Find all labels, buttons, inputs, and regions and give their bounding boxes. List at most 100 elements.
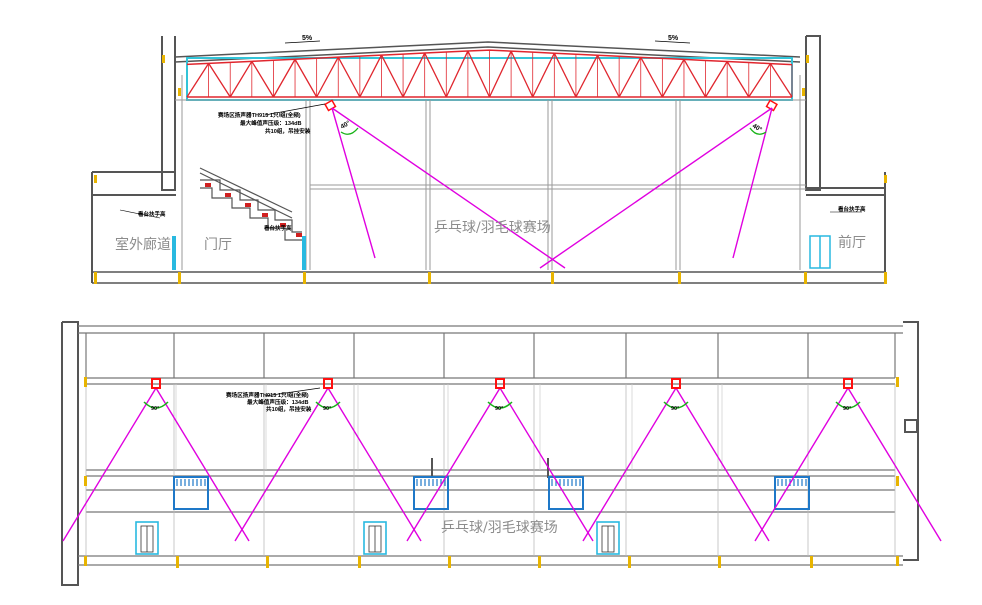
speaker-icon [495, 378, 505, 389]
angle-arc-right [749, 127, 767, 135]
slope-label-left: 5% [302, 35, 313, 42]
truss-diagonal [618, 57, 642, 98]
truss-diagonal [380, 54, 404, 98]
seat-marker [225, 193, 231, 197]
lobby-door [809, 235, 831, 269]
truss-diagonal [705, 61, 728, 98]
speaker-note-bottom-line-3: 共10组，吊挂安装 [266, 405, 312, 413]
truss-diagonal [575, 54, 599, 98]
bottom-stand-blocks [173, 476, 810, 510]
top-cross-section: 5% 5% [91, 35, 887, 284]
angle-arc [487, 401, 513, 409]
speaker-icon [323, 378, 333, 389]
door [596, 521, 620, 555]
coverage-beam [406, 387, 501, 542]
label-foyer: 门厅 [204, 237, 232, 253]
coverage-beam [234, 387, 329, 542]
truss-diagonal [769, 63, 793, 98]
tag-corridor: 看台扶手高 [138, 210, 166, 218]
speaker-note-bottom-line-2: 最大峰值声压级：134dB [247, 398, 309, 406]
speaker-icon [671, 378, 681, 389]
coverage-beam [847, 387, 942, 542]
truss-diagonal [208, 63, 231, 98]
angle-arc [663, 401, 689, 409]
roof-truss [186, 49, 793, 101]
speaker-right-top [765, 99, 778, 112]
stand-seats [205, 183, 302, 237]
angle-label: 90° [151, 406, 159, 412]
truss-diagonal [488, 50, 512, 98]
column-marker [303, 272, 306, 284]
seat-marker [280, 223, 286, 227]
column-marker [176, 556, 179, 568]
coverage-beam [675, 387, 770, 542]
column-marker [551, 272, 554, 284]
column-marker [538, 556, 541, 568]
column-marker [178, 88, 181, 96]
column-marker [804, 272, 807, 284]
top-column-markers [94, 55, 887, 284]
column-marker [802, 88, 805, 96]
speaker-note-line-2: 最大峰值声压级：134dB [240, 119, 302, 127]
angle-arc-left [340, 127, 359, 135]
column-marker [628, 556, 631, 568]
truss-diagonal [424, 52, 447, 98]
column-marker [162, 55, 165, 63]
seat-marker [205, 183, 211, 187]
tag-leader-corridor [119, 209, 161, 219]
stand-block [774, 476, 810, 510]
truss-diagonal [726, 61, 750, 98]
truss-diagonal [186, 63, 210, 98]
speaker-note-top: 赛场区扬声器TH915 1只/组(全频) 最大峰值声压级：134dB 共10组，… [217, 103, 326, 135]
door-post-left [172, 236, 176, 270]
speaker-icon [843, 378, 853, 389]
column-marker [428, 272, 431, 284]
seat-marker [245, 203, 251, 207]
bottom-long-section: 90°90°90°90°90° 赛场区扬声器TH915 1只/组(全频) 最大峰… [61, 321, 942, 586]
truss-diagonal [510, 50, 534, 98]
label-arena-top: 乒乓球/羽毛球赛场 [434, 220, 551, 236]
label-corridor: 室外廊道 [115, 236, 171, 253]
column-marker [178, 272, 181, 284]
bottom-speakers: 90°90°90°90°90° [62, 378, 942, 542]
stand-block [413, 476, 449, 510]
speaker-note-line-3: 共10组，吊挂安装 [265, 127, 311, 135]
truss-diagonal [251, 60, 274, 98]
truss-diagonal [359, 54, 383, 98]
coverage-beam [582, 387, 677, 542]
stand-block [173, 476, 209, 510]
coverage-beam [155, 387, 250, 542]
door [135, 521, 159, 555]
coverage-beam [754, 387, 849, 542]
column-marker [896, 377, 899, 387]
truss-diagonal [553, 52, 577, 98]
truss-diagonal [402, 52, 426, 98]
truss-diagonal [294, 58, 318, 98]
arena-frame-lines [175, 75, 806, 270]
truss-diagonal [748, 63, 771, 98]
column-marker [718, 556, 721, 568]
truss-diagonal [532, 52, 555, 98]
column-marker [448, 556, 451, 568]
bottom-walls [61, 321, 919, 586]
column-marker [896, 556, 899, 566]
column-marker [94, 272, 97, 284]
stand-stairs [199, 167, 302, 241]
label-lobby: 前厅 [838, 234, 866, 251]
truss-diagonal [316, 56, 339, 98]
bottom-doors [135, 521, 620, 555]
column-marker [84, 476, 87, 486]
column-marker [810, 556, 813, 568]
column-marker [84, 556, 87, 566]
truss-diagonal [229, 60, 253, 98]
column-marker [884, 272, 887, 284]
speaker-note-line-1: 赛场区扬声器TH915 1只/组(全频) [217, 111, 301, 119]
column-marker [266, 556, 269, 568]
truss-diagonal [467, 50, 491, 98]
slope-arrow-left [284, 40, 321, 44]
truss-diagonal [337, 56, 361, 98]
bottom-column-markers [84, 377, 899, 568]
truss-diagonal [640, 57, 663, 98]
slope-label-right: 5% [668, 35, 679, 42]
